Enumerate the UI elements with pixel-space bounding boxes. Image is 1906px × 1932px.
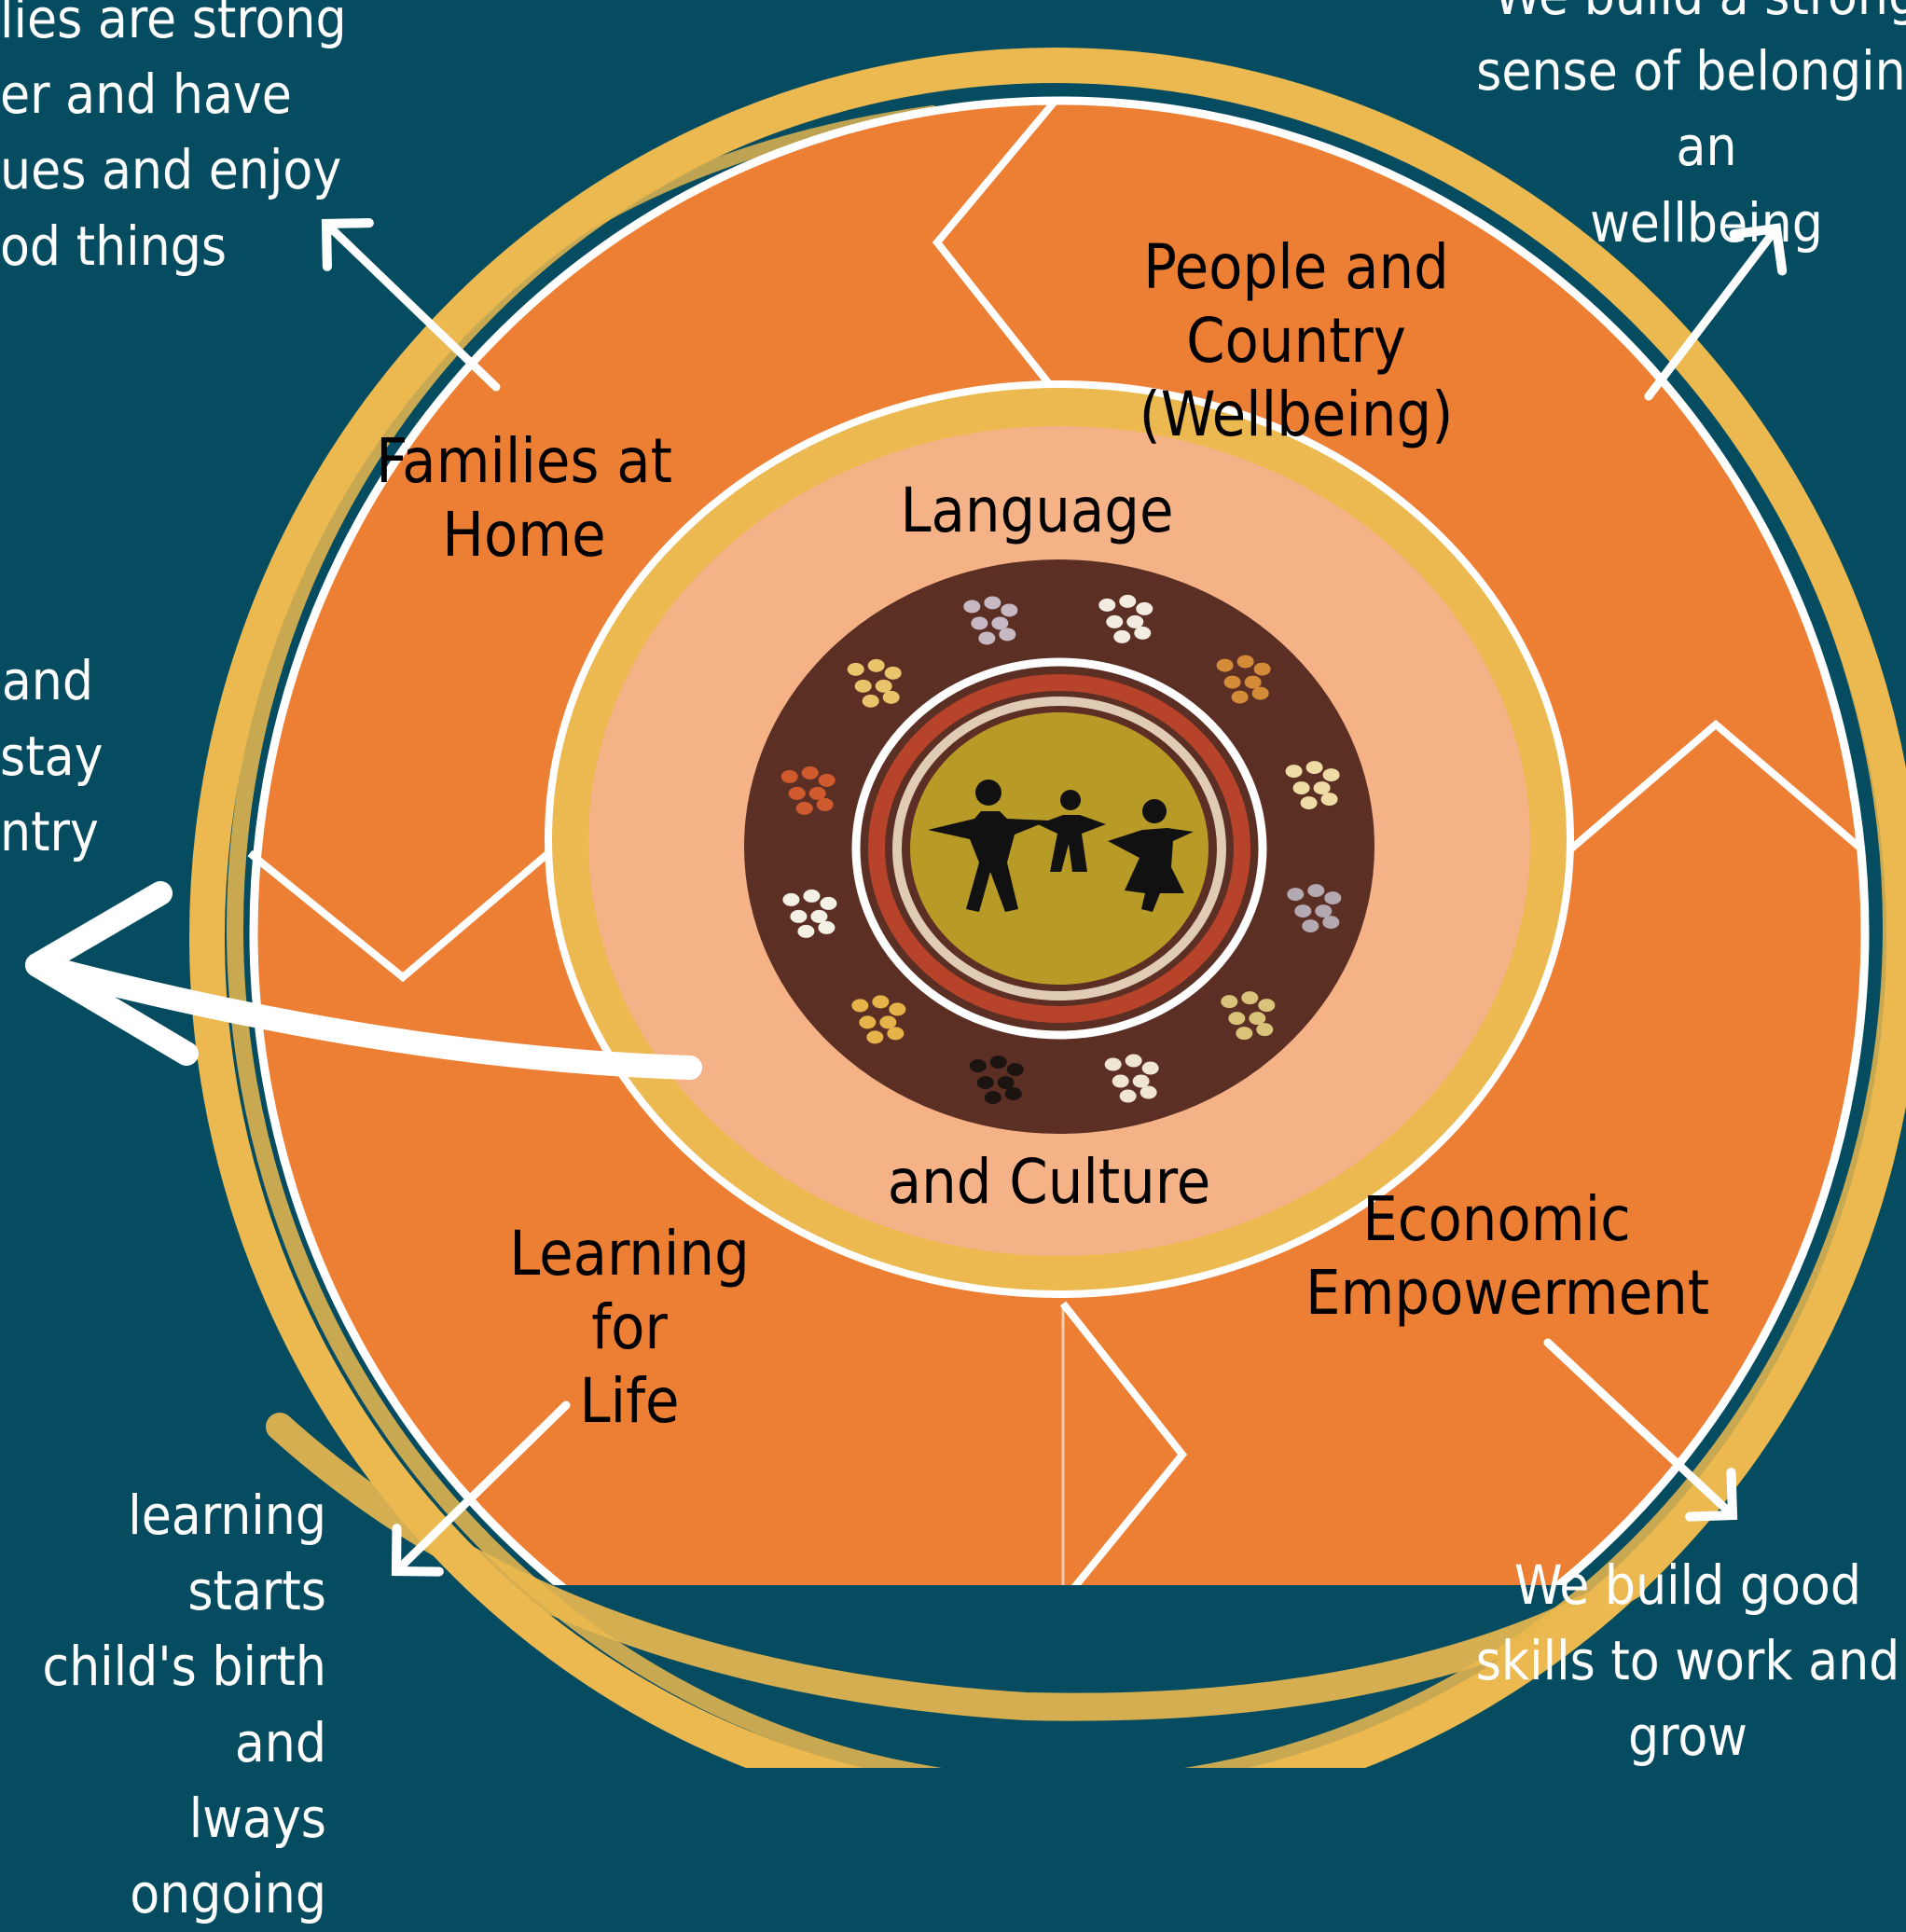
center-bottom-label: and Culture: [863, 1145, 1236, 1219]
outer-text-bottom-left: learning starts child's birth and lways …: [0, 1478, 326, 1932]
decorative-dot: [1224, 676, 1241, 689]
segment-families-home-label: Families at Home: [366, 424, 683, 572]
decorative-dot: [1322, 916, 1339, 929]
decorative-dot: [889, 1002, 905, 1015]
decorative-dot: [855, 680, 872, 693]
decorative-dot: [984, 596, 1001, 609]
decorative-dot: [999, 628, 1015, 641]
decorative-dot: [809, 787, 826, 800]
outer-text-bottom-right: We build good skills to work and grow: [1473, 1548, 1902, 1775]
decorative-dot: [1221, 995, 1237, 1008]
decorative-dot: [790, 910, 807, 923]
decorative-dot: [1007, 1063, 1024, 1076]
decorative-dot: [990, 1056, 1007, 1069]
decorative-dot: [1134, 627, 1151, 640]
decorative-dot: [1005, 1087, 1022, 1100]
decorative-dot: [978, 631, 995, 644]
decorative-dot: [848, 663, 864, 676]
decorative-dot: [885, 667, 902, 680]
decorative-dot: [1301, 796, 1318, 809]
decorative-dot: [819, 774, 836, 787]
decorative-dot: [1136, 602, 1153, 615]
decorative-dot: [876, 680, 892, 693]
decorative-dot: [1217, 659, 1234, 672]
decorative-dot: [818, 921, 835, 934]
decorative-dot: [1241, 991, 1258, 1004]
decorative-dot: [1249, 1012, 1265, 1025]
decorative-dot: [803, 890, 820, 903]
decorative-dot: [1252, 687, 1269, 700]
decorative-dot: [1142, 1062, 1159, 1075]
decorative-dot: [781, 770, 798, 783]
segment-learning-life-label: Learning for Life: [471, 1217, 788, 1439]
outer-text-middle-left: and stay ntry: [0, 643, 93, 871]
decorative-dot: [971, 616, 988, 629]
decorative-dot: [1256, 1023, 1273, 1036]
decorative-dot: [1306, 761, 1323, 774]
decorative-dot: [782, 893, 799, 906]
decorative-dot: [797, 925, 814, 938]
decorative-dot: [1254, 663, 1271, 676]
decorative-dot: [1106, 615, 1123, 628]
decorative-dot: [998, 1076, 1015, 1089]
decorative-dot: [985, 1091, 1001, 1104]
decorative-dot: [1119, 595, 1136, 608]
outer-text-top-left: lies are strong er and have ues and enjo…: [0, 0, 347, 284]
decorative-dot: [1321, 793, 1338, 806]
decorative-dot: [887, 1027, 904, 1040]
decorative-dot: [1307, 884, 1324, 897]
decorative-dot: [1293, 781, 1310, 794]
decorative-dot: [970, 1059, 987, 1072]
decorative-dot: [1287, 888, 1304, 901]
decorative-dot: [866, 1030, 883, 1043]
decorative-dot: [796, 802, 813, 815]
decorative-dot: [810, 910, 827, 923]
decorative-dot: [1140, 1086, 1157, 1099]
decorative-dot: [817, 798, 834, 811]
decorative-dot: [859, 1015, 876, 1028]
decorative-dot: [863, 695, 879, 708]
decorative-dot: [879, 1015, 896, 1028]
decorative-dot: [1228, 1012, 1245, 1025]
decorative-dot: [963, 600, 980, 613]
decorative-dot: [1001, 603, 1017, 616]
decorative-dot: [1314, 781, 1331, 794]
decorative-dot: [1126, 615, 1143, 628]
center-top-label: Language: [850, 474, 1223, 547]
decorative-dot: [872, 995, 889, 1008]
decorative-dot: [1286, 765, 1303, 778]
decorative-dot: [1120, 1090, 1137, 1103]
decorative-dot: [868, 659, 885, 672]
decorative-dot: [1323, 768, 1340, 781]
decorative-dot: [1126, 1055, 1142, 1068]
decorative-dot: [802, 766, 819, 780]
decorative-dot: [1258, 999, 1275, 1012]
decorative-dot: [1245, 676, 1262, 689]
outer-text-top-right: We build a strong sense of belonging an …: [1455, 0, 1906, 261]
segment-people-country-label: People and Country (Wellbeing): [1026, 230, 1567, 452]
decorative-dot: [977, 1076, 994, 1089]
decorative-dot: [1133, 1075, 1150, 1088]
decorative-dot: [1112, 1075, 1129, 1088]
decorative-dot: [883, 691, 900, 704]
segment-economic-label: Economic Empowerment: [1305, 1182, 1688, 1330]
decorative-dot: [1324, 891, 1341, 904]
decorative-dot: [1302, 919, 1319, 932]
decorative-dot: [1105, 1058, 1122, 1071]
decorative-dot: [1098, 599, 1115, 612]
decorative-dot: [1232, 691, 1249, 704]
decorative-dot: [991, 616, 1008, 629]
family-figures-dot-painting-icon: [744, 559, 1374, 1134]
decorative-dot: [1294, 904, 1311, 918]
decorative-dot: [1236, 1027, 1252, 1040]
decorative-dot: [820, 897, 836, 910]
decorative-dot: [851, 999, 868, 1012]
decorative-dot: [1237, 656, 1254, 669]
decorative-dot: [1315, 904, 1332, 918]
decorative-dot: [789, 787, 806, 800]
decorative-dot: [1113, 630, 1130, 643]
